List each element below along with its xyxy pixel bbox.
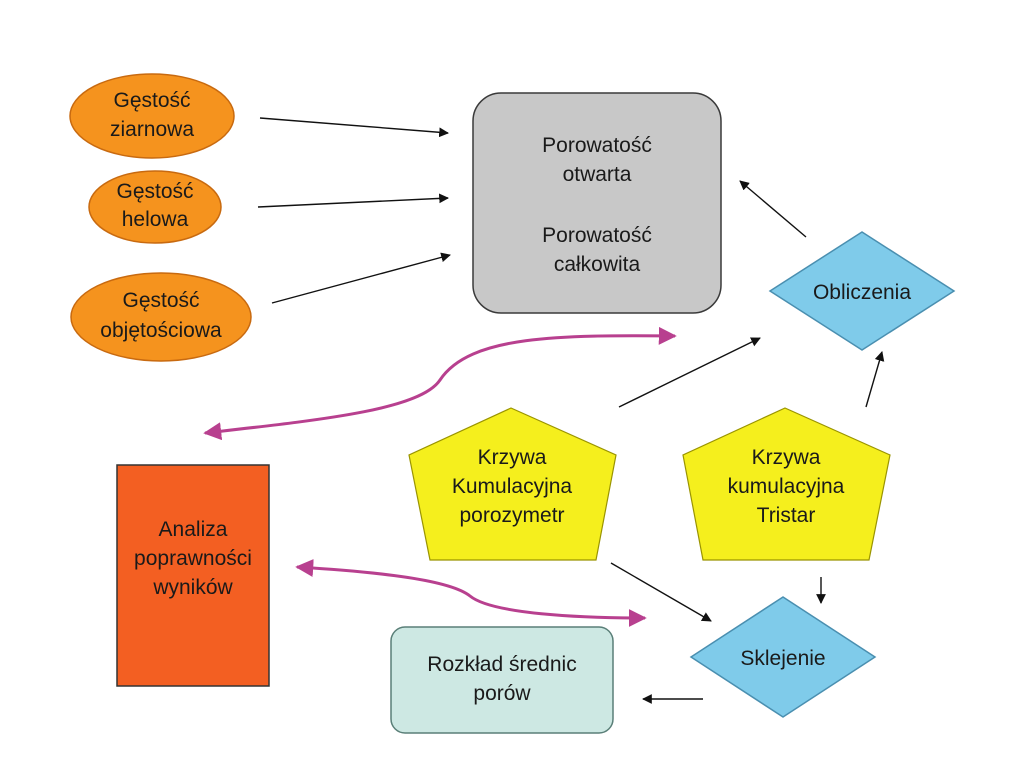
node-label: porozymetr (459, 504, 564, 527)
node-label: Tristar (757, 504, 816, 527)
node-label: Gęstość (116, 180, 193, 203)
arrow-analiza-porowatosc-bidirectional (203, 326, 677, 441)
arrow-analiza-sklejenie-bidirectional (295, 558, 647, 627)
node-analiza: Analiza poprawności wyników (116, 464, 270, 687)
node-porowatosc: Porowatość otwarta Porowatość całkowita (472, 92, 722, 314)
node-label: całkowita (554, 253, 641, 276)
ellipse-shape (88, 170, 222, 244)
node-label: Kumulacyjna (452, 475, 573, 498)
node-label: helowa (122, 208, 189, 231)
node-label: Porowatość (542, 224, 652, 247)
node-label: Gęstość (122, 289, 199, 312)
node-label: ziarnowa (110, 118, 194, 141)
rounded-box-shape (472, 92, 722, 314)
node-label: porów (473, 682, 531, 705)
arrow-helowa-to-porowatosc (257, 193, 449, 208)
arrow-tristar-to-obliczenia (865, 351, 885, 408)
node-krzywa-tristar: Krzywa kumulacyjna Tristar (682, 407, 891, 561)
node-label: Obliczenia (813, 281, 911, 304)
node-label: otwarta (563, 163, 632, 186)
node-label: Porowatość (542, 134, 652, 157)
node-sklejenie: Sklejenie (689, 596, 877, 718)
arrow-ziarnowa-to-porowatosc (259, 117, 449, 138)
node-gestosc-helowa: Gęstość helowa (88, 170, 222, 244)
diamond-shape (768, 231, 956, 351)
rounded-box-shape (390, 626, 614, 734)
arrow-objetosciowa-to-porowatosc (271, 252, 451, 304)
node-gestosc-ziarnowa: Gęstość ziarnowa (69, 73, 235, 159)
ellipse-shape (70, 272, 252, 362)
diamond-shape (689, 596, 877, 718)
node-label: wyników (152, 576, 233, 599)
node-label: Krzywa (752, 446, 821, 469)
node-rozklad: Rozkład średnic porów (390, 626, 614, 734)
node-label: objętościowa (100, 319, 222, 342)
arrow-porozymetr-to-sklejenie (610, 562, 712, 622)
node-label: Gęstość (113, 89, 190, 112)
node-label: Sklejenie (740, 647, 825, 670)
node-krzywa-porozymetr: Krzywa Kumulacyjna porozymetr (408, 407, 617, 561)
box-shape (116, 464, 270, 687)
node-gestosc-objetosciowa: Gęstość objętościowa (70, 272, 252, 362)
pentagon-shape (682, 407, 891, 561)
arrow-porozymetr-to-obliczenia (618, 337, 761, 408)
arrow-obliczenia-to-porowatosc (739, 180, 807, 238)
node-label: poprawności (134, 547, 252, 570)
node-label: Rozkład średnic (427, 653, 576, 676)
ellipse-shape (69, 73, 235, 159)
node-obliczenia: Obliczenia (768, 231, 956, 351)
node-label: Krzywa (478, 446, 547, 469)
node-label: Analiza (159, 518, 228, 541)
node-label: kumulacyjna (728, 475, 845, 498)
